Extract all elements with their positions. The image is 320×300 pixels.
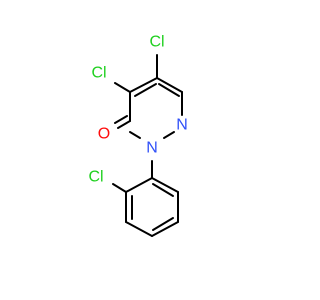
bond-ar4-ar5 [151, 221, 179, 237]
bond-n2-c3 [129, 131, 141, 139]
bond-ar2-cl [112, 183, 127, 193]
oxygen-label: O [98, 126, 110, 143]
nitrogen-label-n2: N [146, 140, 158, 157]
bond-c5-c6 [156, 77, 183, 93]
bonds [112, 54, 183, 237]
bond-c5-c6-double [158, 83, 180, 97]
bond-ar3-ar4 [125, 221, 153, 237]
bond-n1-n2 [163, 131, 175, 139]
bond-c3-o [117, 120, 131, 129]
nitrogen-label-n1: N [176, 117, 188, 134]
chlorine-label-aryl: Cl [88, 169, 103, 186]
bond-c4-c5 [129, 77, 158, 93]
chlorine-label-c4: Cl [91, 65, 106, 82]
chemical-structure: Cl Cl O N N Cl [88, 34, 188, 237]
bond-c3-o-double [114, 115, 128, 124]
chlorine-label-c5: Cl [149, 34, 164, 51]
bond-c4-cl [114, 82, 131, 93]
bond-ar6-ar1-double [152, 183, 174, 197]
bond-c4-c5-double [134, 83, 157, 97]
atom-labels: Cl Cl O N N Cl [88, 34, 187, 186]
bond-ar1-ar2 [125, 177, 153, 193]
bond-ar4-ar5-double [152, 217, 174, 231]
bond-ar6-ar1 [151, 177, 179, 193]
